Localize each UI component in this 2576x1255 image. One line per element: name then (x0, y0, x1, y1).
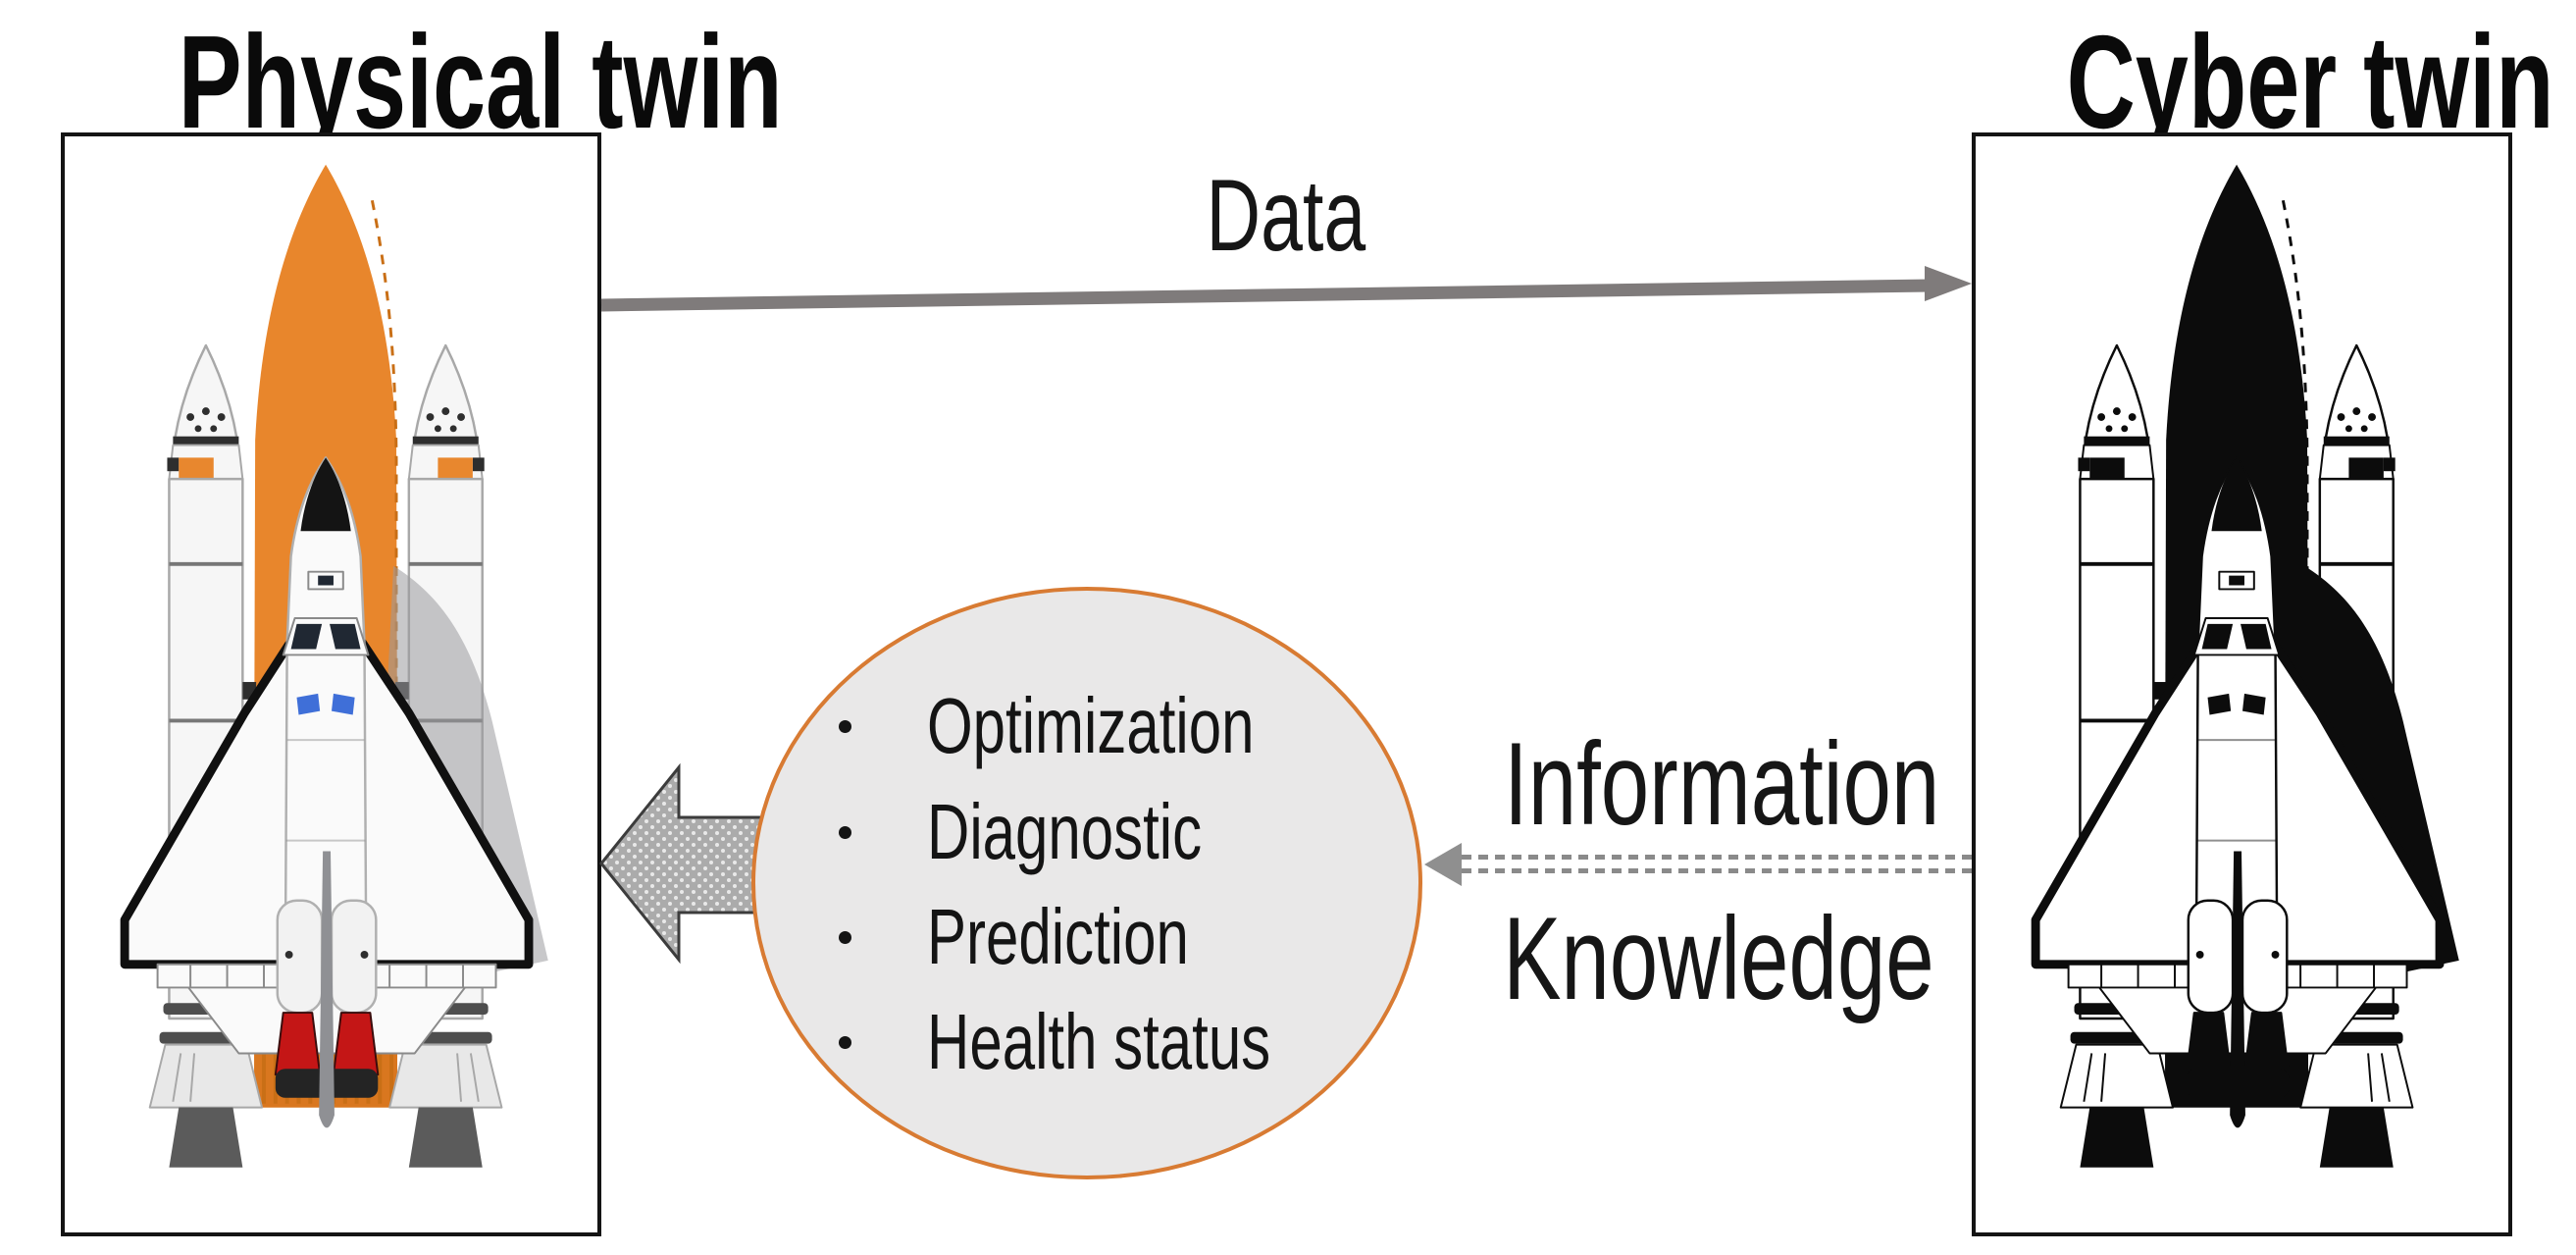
physical-twin-title-text: Physical twin (178, 8, 783, 156)
cyber-twin-title-text: Cyber twin (2066, 8, 2554, 156)
data-flow-right-arrow-icon (600, 266, 1972, 312)
capability-item: Diagnostic (839, 791, 1294, 873)
data-label: Data (1206, 159, 1366, 273)
bullet-icon (839, 719, 851, 733)
capability-label: Optimization (927, 682, 1255, 769)
arrowhead-icon (1424, 843, 1462, 886)
bullet-icon (839, 825, 851, 839)
physical-twin-box (61, 132, 601, 1236)
bullet-icon (839, 930, 851, 944)
capability-label: Prediction (927, 893, 1189, 980)
knowledge-label: Knowledge (1503, 893, 1934, 1024)
capabilities-ellipse: Optimization Diagnostic Prediction Healt… (751, 587, 1422, 1179)
physical-twin-title: Physical twin (61, 16, 783, 148)
information-label: Information (1504, 718, 1940, 850)
cyber-twin-title: Cyber twin (1972, 16, 2554, 148)
space-shuttle-silhouette (1976, 136, 2508, 1232)
information-dashed-left-arrow-icon (1424, 843, 1972, 886)
feedback-left-block-arrow-icon (599, 762, 777, 965)
capability-item: Prediction (839, 896, 1276, 978)
capability-label: Diagnostic (927, 788, 1203, 875)
bullet-icon (839, 1035, 851, 1049)
capability-label: Health status (927, 998, 1271, 1085)
capability-item: Optimization (839, 685, 1364, 767)
capability-item: Health status (839, 1001, 1385, 1083)
space-shuttle-photo (65, 136, 597, 1232)
cyber-twin-box (1972, 132, 2512, 1236)
